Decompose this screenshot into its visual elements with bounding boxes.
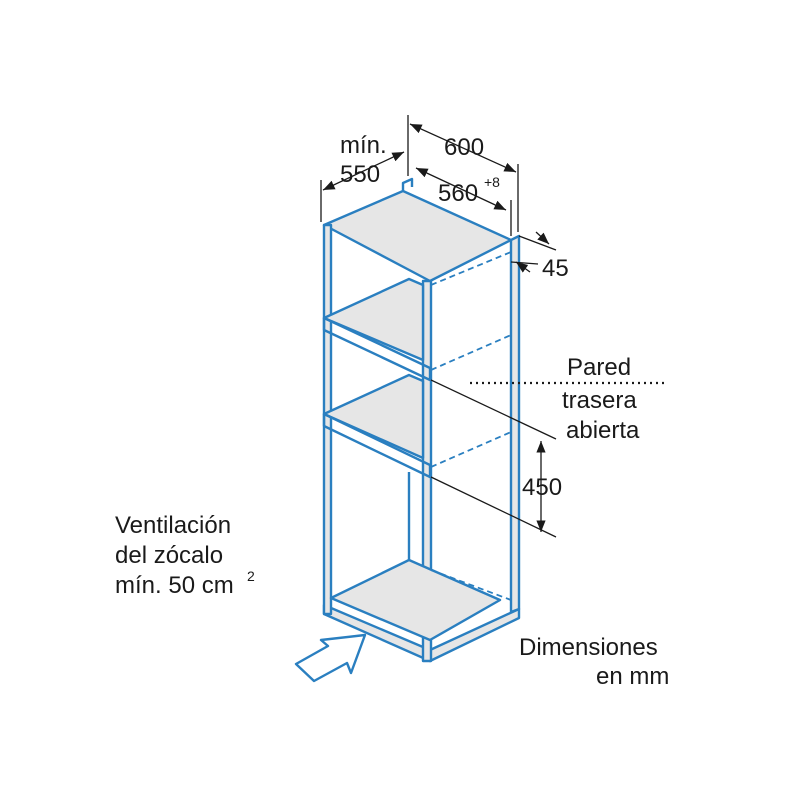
- label-ventilation-2: del zócalo: [115, 542, 223, 569]
- label-units-2: en mm: [596, 663, 669, 690]
- cabinet: [322, 177, 521, 663]
- shelf-2-front: [322, 412, 432, 479]
- label-depth-min: 550: [340, 161, 380, 188]
- label-width-inner: 560: [438, 180, 478, 207]
- label-min: mín.: [340, 132, 387, 159]
- label-ventilation-1: Ventilación: [115, 512, 231, 539]
- label-ventilation-3: mín. 50 cm: [115, 572, 234, 599]
- dimension-lines: [320, 115, 668, 538]
- shelf-1: [322, 277, 425, 362]
- ventilation-arrow-icon: [294, 633, 367, 683]
- label-width-inner-tolerance: +8: [484, 174, 500, 190]
- shelf-2: [322, 373, 425, 460]
- shelf-bottom: [329, 558, 502, 642]
- label-back-wall-3: abierta: [566, 417, 640, 444]
- cabinet-top-panel: [322, 189, 513, 283]
- label-back-wall-2: trasera: [562, 387, 637, 414]
- label-width-outer: 600: [444, 134, 484, 161]
- label-ventilation-sup: 2: [247, 568, 255, 584]
- label-back-wall-1: Pared: [567, 354, 631, 381]
- shelf-1-front: [322, 316, 432, 382]
- hidden-edges: [430, 251, 512, 605]
- cabinet-back-strip: [509, 234, 521, 614]
- cabinet-top-notch: [401, 177, 414, 191]
- label-top-gap: 45: [542, 255, 569, 282]
- label-units-1: Dimensiones: [519, 634, 658, 661]
- label-niche-height: 450: [522, 474, 562, 501]
